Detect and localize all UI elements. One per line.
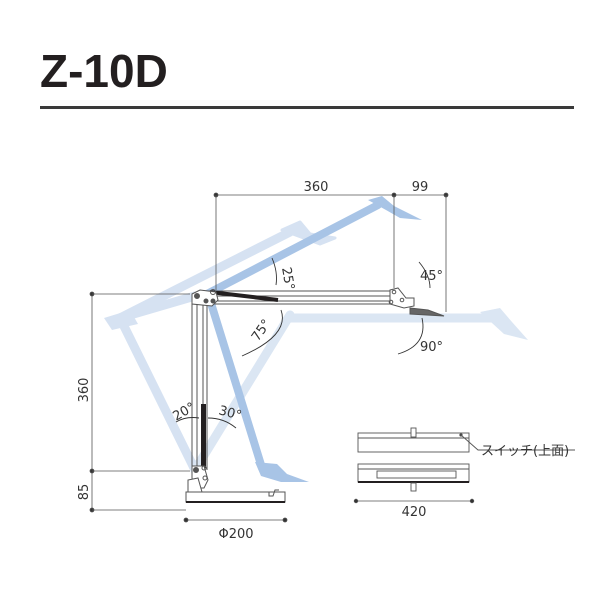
model-title: Z-10D — [40, 45, 168, 97]
title-divider — [40, 106, 574, 109]
ghost-positions — [104, 196, 528, 482]
angle-head-tilt-down: 90° — [420, 340, 443, 355]
dim-head-offset: 99 — [412, 180, 429, 195]
dim-base-diameter: Φ200 — [218, 527, 253, 542]
dim-height-base: 85 — [77, 484, 92, 501]
dim-arm-horizontal: 360 — [304, 180, 329, 195]
head-bottom-view — [357, 463, 470, 492]
dim-head-length: 420 — [402, 505, 427, 520]
angle-upper-arm-tilt: 25° — [278, 266, 297, 291]
angle-arcs — [175, 257, 431, 429]
angle-lower-arm-forward: 30° — [217, 403, 243, 423]
switch-callout-label: スイッチ(上面) — [481, 444, 569, 459]
dim-height-upper: 360 — [77, 378, 92, 403]
angle-head-tilt-up: 45° — [420, 269, 443, 284]
dimension-lines — [89, 192, 475, 523]
lamp-main — [185, 287, 445, 503]
head-top-view — [357, 427, 575, 453]
